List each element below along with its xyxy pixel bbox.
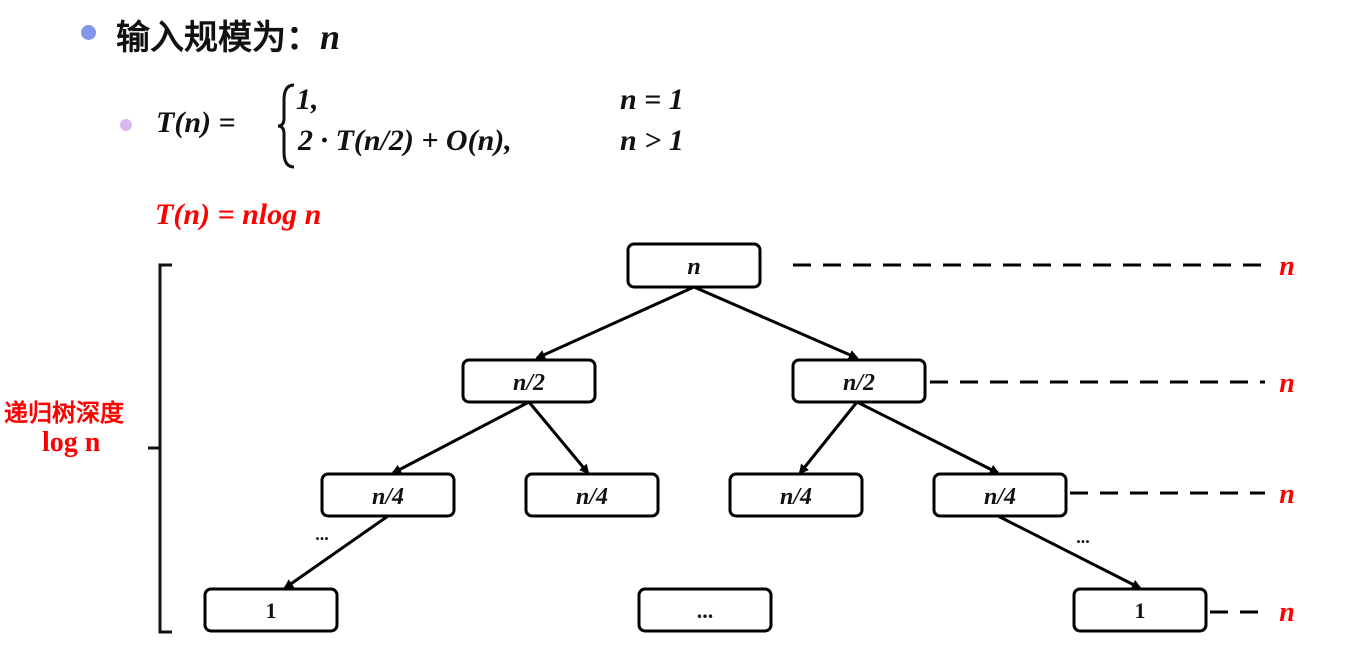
tree-edge bbox=[856, 400, 1000, 475]
tree-edge bbox=[527, 401, 590, 475]
bullet-dot bbox=[81, 25, 96, 40]
tree-node bbox=[728, 472, 864, 518]
node-label: n/4 bbox=[984, 484, 1016, 510]
node-label: n/4 bbox=[780, 484, 812, 510]
tree-node bbox=[461, 358, 597, 404]
tree-edge bbox=[997, 514, 1142, 590]
depth-value: log n bbox=[42, 427, 101, 458]
node-label: 1 bbox=[266, 598, 277, 623]
level-cost: n bbox=[1279, 597, 1295, 628]
tree-node bbox=[320, 472, 456, 518]
case2-condition: n > 1 bbox=[620, 124, 684, 157]
case-brace bbox=[277, 83, 295, 169]
node-label: n/4 bbox=[576, 484, 608, 510]
node-label: n/2 bbox=[513, 370, 545, 396]
node-label: n/4 bbox=[372, 484, 404, 510]
depth-label: 递归树深度 bbox=[4, 399, 124, 427]
case1-condition: n = 1 bbox=[620, 83, 684, 116]
tree-node-leaf bbox=[1072, 587, 1208, 633]
level-cost: n bbox=[1279, 251, 1295, 282]
tree-node bbox=[791, 358, 927, 404]
heading: 输入规模为：n bbox=[116, 17, 341, 58]
level-cost: n bbox=[1279, 479, 1295, 510]
node-label: n bbox=[687, 254, 700, 280]
ellipsis: ... bbox=[315, 524, 329, 544]
tree-edge bbox=[798, 401, 859, 475]
case2-expression: 2 · T(n/2) + O(n), bbox=[298, 124, 512, 157]
case1-expression: 1, bbox=[296, 83, 319, 116]
tree-node bbox=[932, 472, 1068, 518]
node-label: n/2 bbox=[843, 370, 875, 396]
tree-node-leaf bbox=[637, 587, 773, 633]
result-formula: T(n) = nlog n bbox=[155, 198, 322, 231]
tree-edge bbox=[535, 285, 695, 360]
tree-edge bbox=[391, 400, 530, 475]
tree-edge bbox=[283, 514, 389, 590]
tree-node-root bbox=[626, 242, 762, 289]
tree-node bbox=[524, 472, 660, 518]
recurrence-lhs: T(n) = bbox=[156, 106, 236, 139]
tree-node-leaf bbox=[203, 587, 339, 633]
depth-brace bbox=[148, 263, 172, 634]
ellipsis: ... bbox=[1076, 527, 1090, 547]
level-cost: n bbox=[1279, 368, 1295, 399]
tree-edge bbox=[693, 285, 859, 360]
node-label: 1 bbox=[1135, 598, 1146, 623]
node-label: ... bbox=[697, 598, 714, 623]
bullet-dot bbox=[120, 119, 132, 131]
